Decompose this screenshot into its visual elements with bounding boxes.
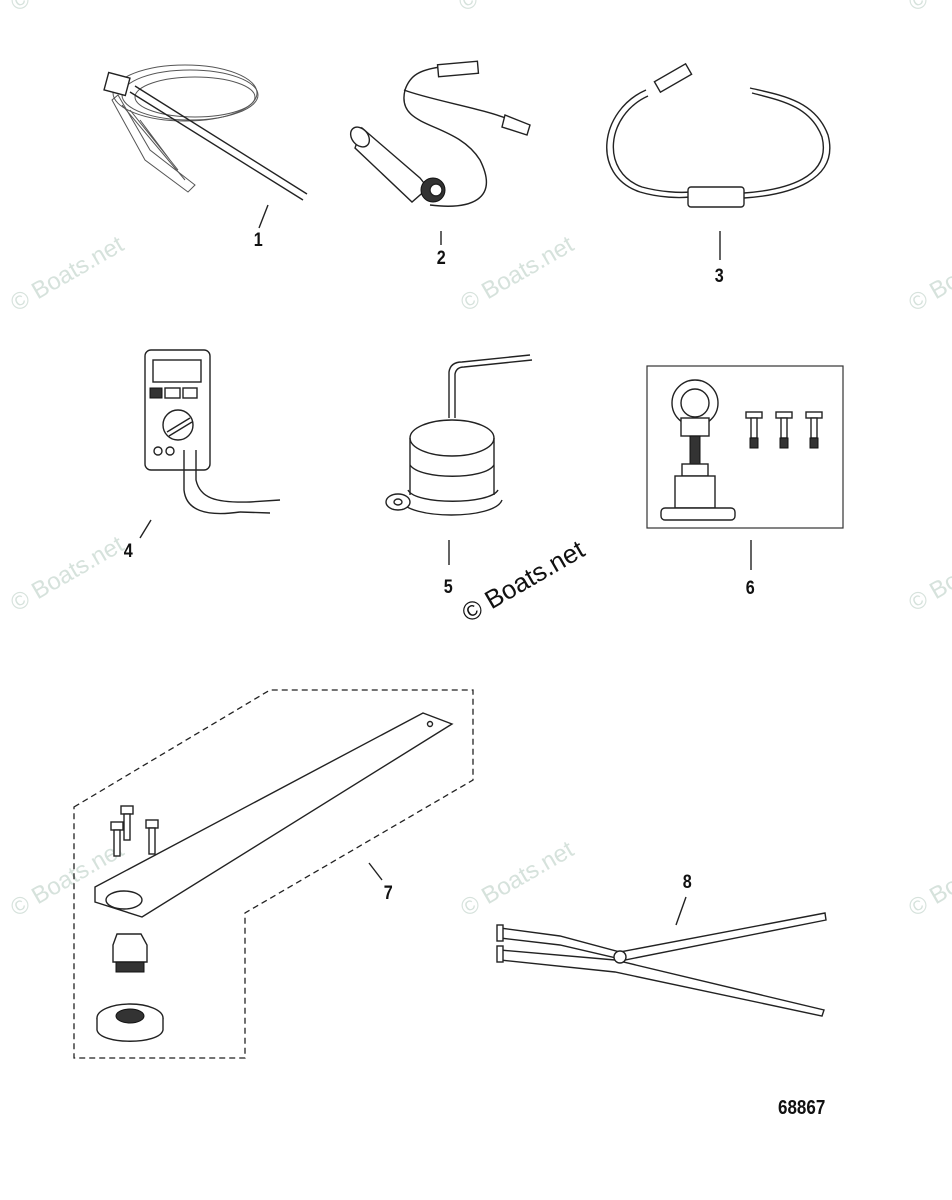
callout-1: 1 xyxy=(253,230,263,251)
part-3-illustration xyxy=(606,62,831,260)
part-1-illustration xyxy=(103,64,308,229)
part-8-illustration xyxy=(496,896,827,1017)
drawing-number: 68867 xyxy=(778,1097,826,1119)
callout-2: 2 xyxy=(436,248,446,269)
callout-3: 3 xyxy=(714,266,724,287)
callout-5: 5 xyxy=(443,577,453,598)
part-2-illustration xyxy=(349,60,531,245)
part-5-illustration xyxy=(385,354,533,565)
part-7-illustration xyxy=(73,689,474,1059)
part-4-illustration xyxy=(139,349,281,539)
part-6-illustration xyxy=(646,365,844,570)
callout-4: 4 xyxy=(123,541,133,562)
callout-8: 8 xyxy=(682,872,692,893)
callout-6: 6 xyxy=(745,578,755,599)
callout-7: 7 xyxy=(383,883,393,904)
